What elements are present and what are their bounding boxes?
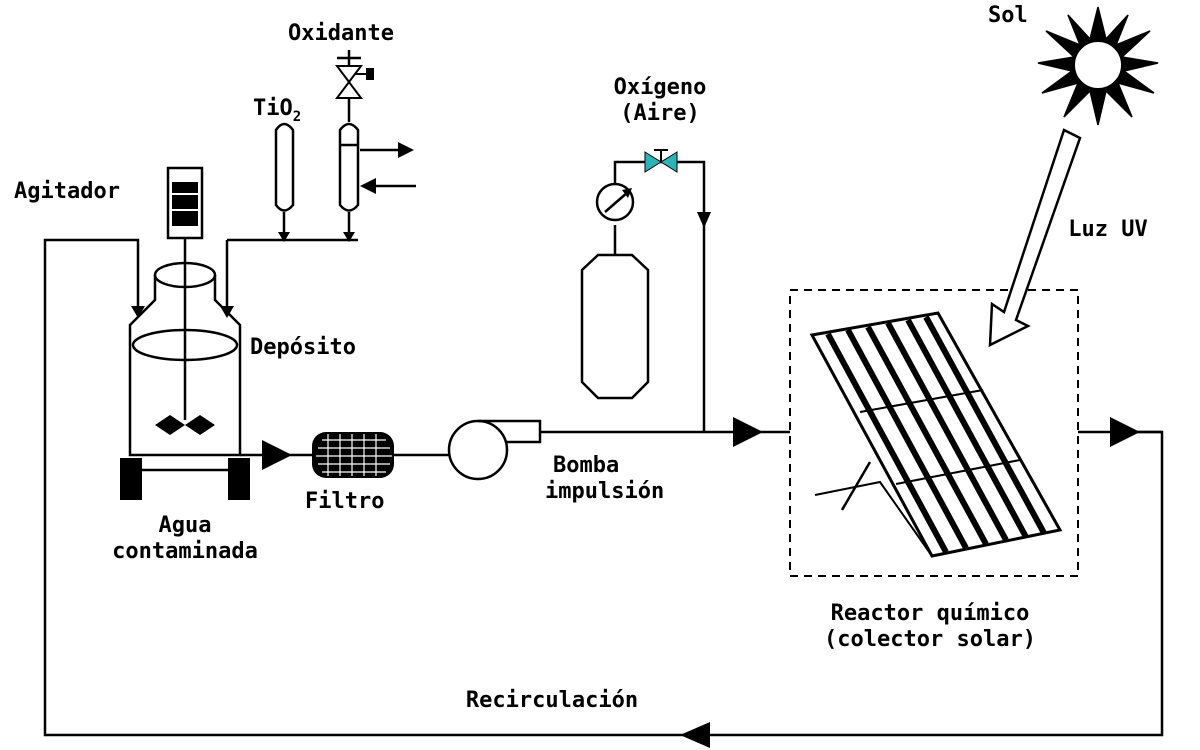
uv-light-arrow [988,128,1082,348]
filter-icon [312,432,394,478]
oxidant-container [335,50,416,242]
deposit-label: Depósito [250,335,356,360]
sun-icon [1037,6,1159,126]
uv-light-label: Luz UV [1068,217,1147,242]
pump-label-line1: Bomba [553,453,619,478]
agitator-motor [166,166,204,240]
agitator-label: Agitador [14,179,120,204]
oxidant-label: Oxidante [288,21,394,46]
oxygen-label-line2: (Aire) [620,101,699,126]
main-flow-line [240,417,790,481]
oxygen-label-line1: Oxígeno [614,75,707,100]
tio2-label: TiO2 [253,96,301,125]
tank-wheel-right [228,458,250,500]
tank-wheel-left [120,458,142,500]
filter-label: Filtro [305,489,384,514]
oxygen-valve-icon [644,151,662,173]
impeller [155,415,215,435]
tio2-container [274,122,295,242]
reactor-label-line2: (colector solar) [824,627,1036,652]
tio2-label-main: TiO [253,96,293,121]
recirculation-label: Recirculación [466,688,638,713]
pump-icon [447,419,509,481]
tio2-label-sub: 2 [293,109,301,125]
deposit-tank [120,235,250,500]
water-label-line1: Agua [159,513,212,538]
outflow-arrow-icon [398,142,414,158]
recirculation-arrow [680,722,710,748]
reactor-solar-collector [789,289,1162,577]
oxygen-supply [580,149,711,432]
collector-tubes [825,315,1047,554]
reactor-label-line1: Reactor químico [831,601,1030,626]
water-label-line2: contaminada [112,539,258,564]
sun-label: Sol [988,3,1028,28]
inflow-arrow-icon [360,178,376,194]
pump-label-line2: impulsión [545,479,664,504]
